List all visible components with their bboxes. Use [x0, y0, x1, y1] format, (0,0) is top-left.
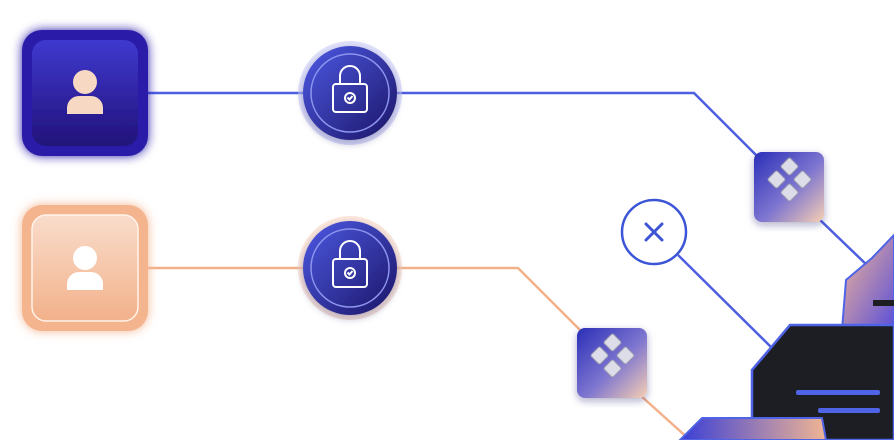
edge-deny-to-server	[677, 254, 773, 349]
close-icon	[644, 222, 664, 242]
lock-node-2[interactable]	[298, 216, 402, 320]
deny-marker[interactable]	[620, 198, 688, 266]
server-bottom-block	[678, 417, 828, 440]
server-stack[interactable]	[678, 233, 894, 440]
gateway-tile-2[interactable]	[577, 328, 647, 398]
gateway-tile-1[interactable]	[754, 152, 824, 222]
edge-gateway-1-to-server	[817, 217, 871, 269]
server-top-block	[840, 233, 894, 331]
server-top-bar	[873, 300, 894, 306]
user-tile-active[interactable]	[22, 30, 148, 156]
lock-check-icon	[332, 65, 368, 113]
edge-lock-2-to-gateway-2	[396, 266, 591, 341]
connectors	[148, 91, 871, 440]
user-icon	[67, 70, 103, 114]
edge-lock-1-to-gateway-1	[396, 91, 765, 164]
server-slot-2	[818, 408, 880, 413]
server-slot-1	[796, 390, 880, 395]
lock-node-1[interactable]	[298, 41, 402, 145]
user-tile-pending[interactable]	[22, 205, 148, 331]
lock-check-icon	[332, 240, 368, 288]
user-icon	[67, 246, 103, 290]
diamond-grid-icon	[590, 333, 635, 378]
diamond-grid-icon	[767, 157, 812, 202]
edge-gateway-2-to-server	[639, 394, 691, 440]
